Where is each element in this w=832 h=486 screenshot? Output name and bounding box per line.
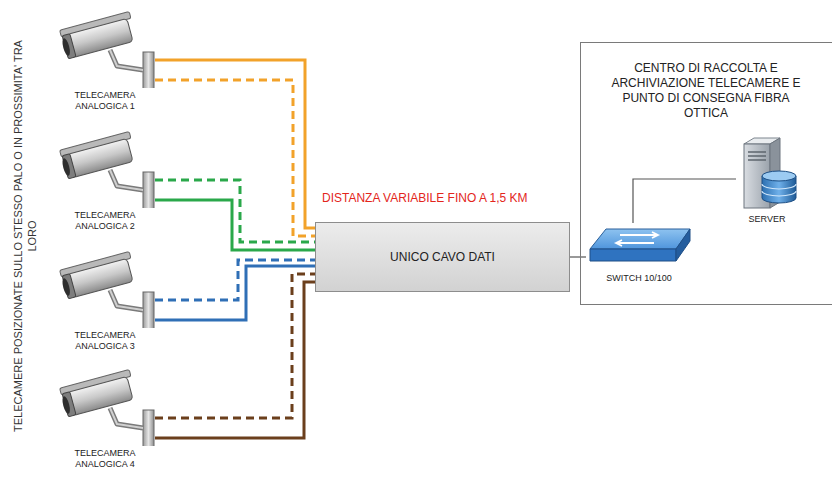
camera-arm	[110, 408, 143, 428]
database-rings	[762, 184, 796, 196]
camera-icon	[55, 366, 155, 446]
cable-line	[155, 60, 315, 228]
server-slots	[748, 152, 766, 160]
camera-lens	[61, 396, 71, 415]
dashed-cable	[155, 80, 315, 236]
cable-line	[633, 179, 736, 223]
camera-lens	[61, 38, 71, 57]
camera-node: TELECAMERA ANALOGICA 3	[55, 248, 155, 352]
camera-lens	[61, 158, 71, 177]
camera-node: TELECAMERA ANALOGICA 4	[55, 366, 155, 470]
camera-housing	[67, 138, 133, 177]
camera-body-group	[59, 132, 137, 180]
dashed-cable	[155, 180, 315, 242]
server-node: SERVER	[736, 136, 798, 225]
switch-arrows	[616, 232, 658, 246]
wall-plate	[143, 292, 154, 328]
side-note: TELECAMERE POSIZIONATE SULLO STESSO PALO…	[11, 36, 39, 436]
switch-front	[590, 249, 676, 261]
database-top	[762, 171, 796, 181]
switch-top	[590, 229, 690, 249]
camera-arm	[110, 170, 143, 190]
box-label: UNICO CAVO DATI	[382, 246, 503, 268]
device-label: SERVER	[736, 214, 798, 225]
camera-node: TELECAMERA ANALOGICA 1	[55, 8, 155, 112]
camera-arm-light	[110, 408, 143, 428]
wall-plate	[143, 410, 154, 446]
centre-region: CENTRO DI RACCOLTA E ARCHIVIAZIONE TELEC…	[580, 42, 832, 305]
camera-lens	[61, 278, 71, 297]
camera-arm	[110, 50, 143, 70]
dashed-cable	[155, 274, 315, 418]
switch-node: SWITCH 10/100	[586, 223, 692, 284]
camera-icon	[55, 128, 155, 208]
switch-icon	[586, 223, 692, 269]
device-label: TELECAMERA ANALOGICA 2	[55, 210, 155, 232]
wall-plate	[143, 172, 154, 208]
camera-housing	[67, 18, 133, 57]
switch-side	[676, 229, 690, 261]
camera-body-group	[59, 12, 137, 60]
camera-arm-light	[110, 290, 143, 310]
camera-icon	[55, 248, 155, 328]
cable-line	[570, 256, 586, 257]
camera-housing	[67, 376, 133, 415]
camera-arm-light	[110, 50, 143, 70]
distance-note: DISTANZA VARIABILE FINO A 1,5 KM	[322, 191, 528, 205]
camera-icon	[55, 8, 155, 88]
wall-plate	[143, 52, 154, 88]
camera-node: TELECAMERA ANALOGICA 2	[55, 128, 155, 232]
device-label: SWITCH 10/100	[586, 273, 692, 284]
server-icon	[736, 136, 798, 212]
camera-housing	[67, 258, 133, 297]
camera-arm-light	[110, 170, 143, 190]
cable-box: UNICO CAVO DATI	[315, 222, 570, 292]
camera-arm	[110, 290, 143, 310]
camera-body-group	[59, 370, 137, 418]
device-label: TELECAMERA ANALOGICA 4	[55, 448, 155, 470]
region-heading: CENTRO DI RACCOLTA E ARCHIVIAZIONE TELEC…	[608, 61, 804, 121]
device-label: TELECAMERA ANALOGICA 1	[55, 90, 155, 112]
camera-body-group	[59, 252, 137, 300]
device-label: TELECAMERA ANALOGICA 3	[55, 330, 155, 352]
